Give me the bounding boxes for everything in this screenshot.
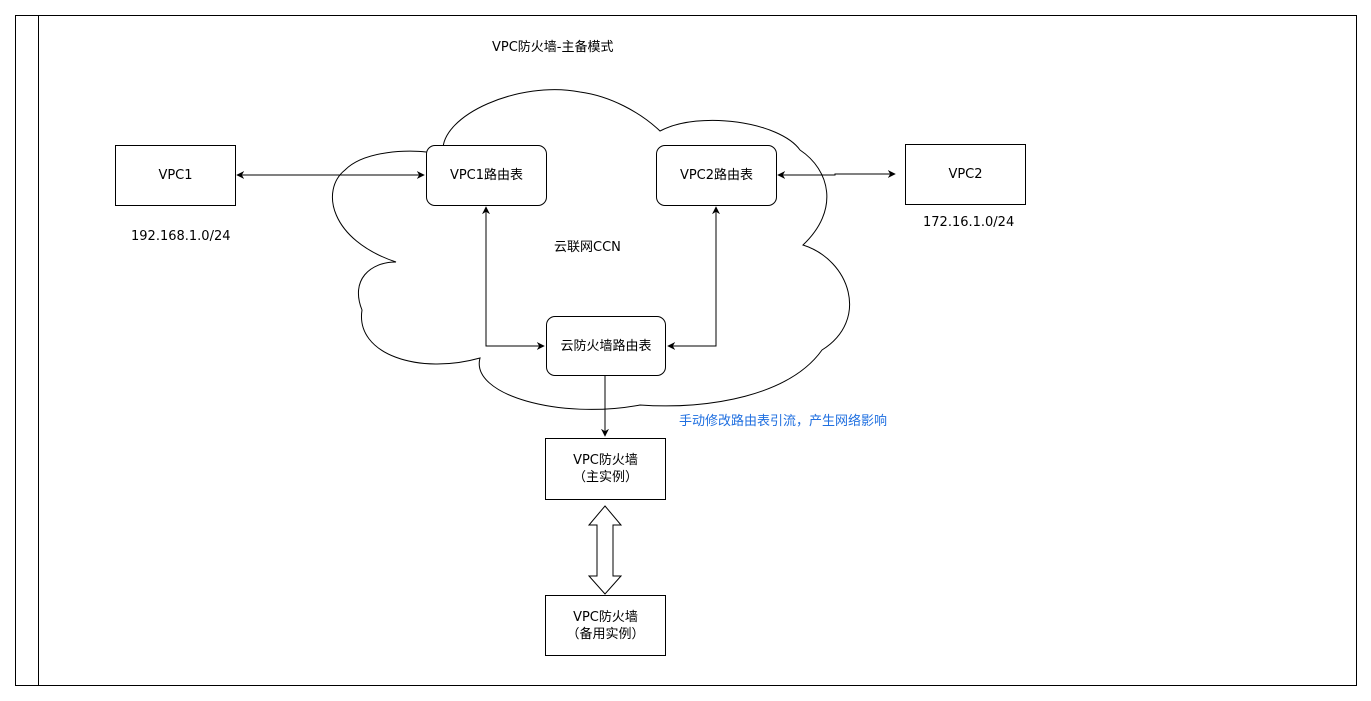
node-fw-primary-line2: （主实例） — [572, 470, 638, 485]
outer-frame — [15, 15, 1357, 686]
node-vpc2[interactable]: VPC2 — [905, 144, 1026, 205]
vpc2-cidr: 172.16.1.0/24 — [923, 215, 1015, 230]
diagram-title: VPC防火墙-主备模式 — [492, 40, 614, 55]
node-cfw-route-table[interactable]: 云防火墙路由表 — [546, 316, 666, 376]
node-cfw-route-table-label: 云防火墙路由表 — [560, 338, 652, 354]
node-fw-standby-line1: VPC防火墙 — [573, 609, 638, 625]
ha-sync-double-arrow — [587, 505, 623, 595]
node-fw-standby[interactable]: VPC防火墙 （备用实例） — [545, 595, 666, 656]
node-vpc1-route-table-label: VPC1路由表 — [449, 168, 524, 183]
node-vpc2-label: VPC2 — [948, 167, 983, 182]
node-vpc1-route-table[interactable]: VPC1路由表 — [426, 145, 547, 206]
edge-vpc1rt-to-cfwrt — [482, 206, 545, 350]
node-vpc2-route-table[interactable]: VPC2路由表 — [656, 145, 777, 206]
annotation-note: 手动修改路由表引流，产生网络影响 — [679, 414, 888, 429]
edge-vpc2rt-to-vpc2 — [777, 170, 896, 179]
node-fw-primary[interactable]: VPC防火墙 （主实例） — [545, 438, 666, 500]
vpc1-cidr: 192.168.1.0/24 — [131, 229, 231, 244]
node-fw-standby-line2: （备用实例） — [566, 626, 645, 642]
ccn-cloud-label: 云联网CCN — [554, 240, 621, 255]
edge-vpc2rt-to-cfwrt — [667, 206, 720, 350]
node-vpc1-label: VPC1 — [158, 168, 193, 183]
node-vpc2-route-table-label: VPC2路由表 — [679, 168, 754, 183]
node-vpc1[interactable]: VPC1 — [115, 145, 236, 206]
node-fw-primary-line1: VPC防火墙 — [573, 453, 638, 468]
